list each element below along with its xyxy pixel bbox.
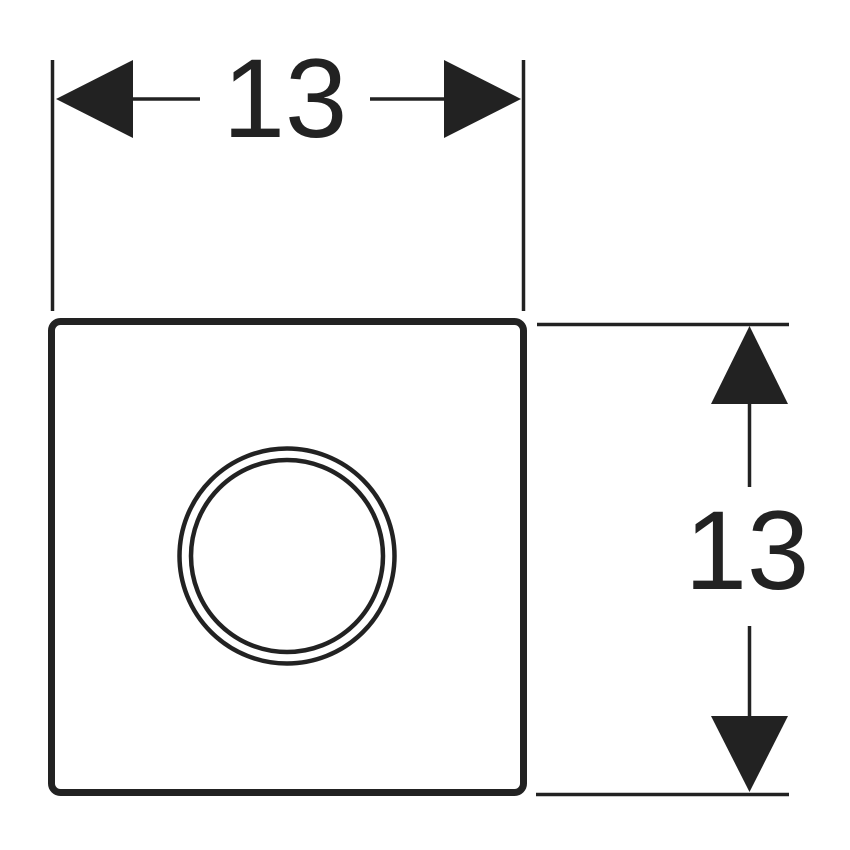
button-inner-ring: [188, 457, 386, 655]
width-label: 13: [223, 36, 348, 161]
button-circle: [177, 446, 397, 666]
height-dimension: 13: [536, 322, 810, 797]
left-arrow-icon: [56, 60, 133, 138]
height-label: 13: [685, 488, 810, 613]
right-arrow-icon: [444, 60, 521, 138]
down-arrow-icon: [711, 716, 788, 792]
width-dimension: 13: [50, 36, 526, 311]
button-outer-ring: [177, 446, 397, 666]
plate-outline: [48, 318, 527, 796]
up-arrow-icon: [711, 326, 788, 404]
